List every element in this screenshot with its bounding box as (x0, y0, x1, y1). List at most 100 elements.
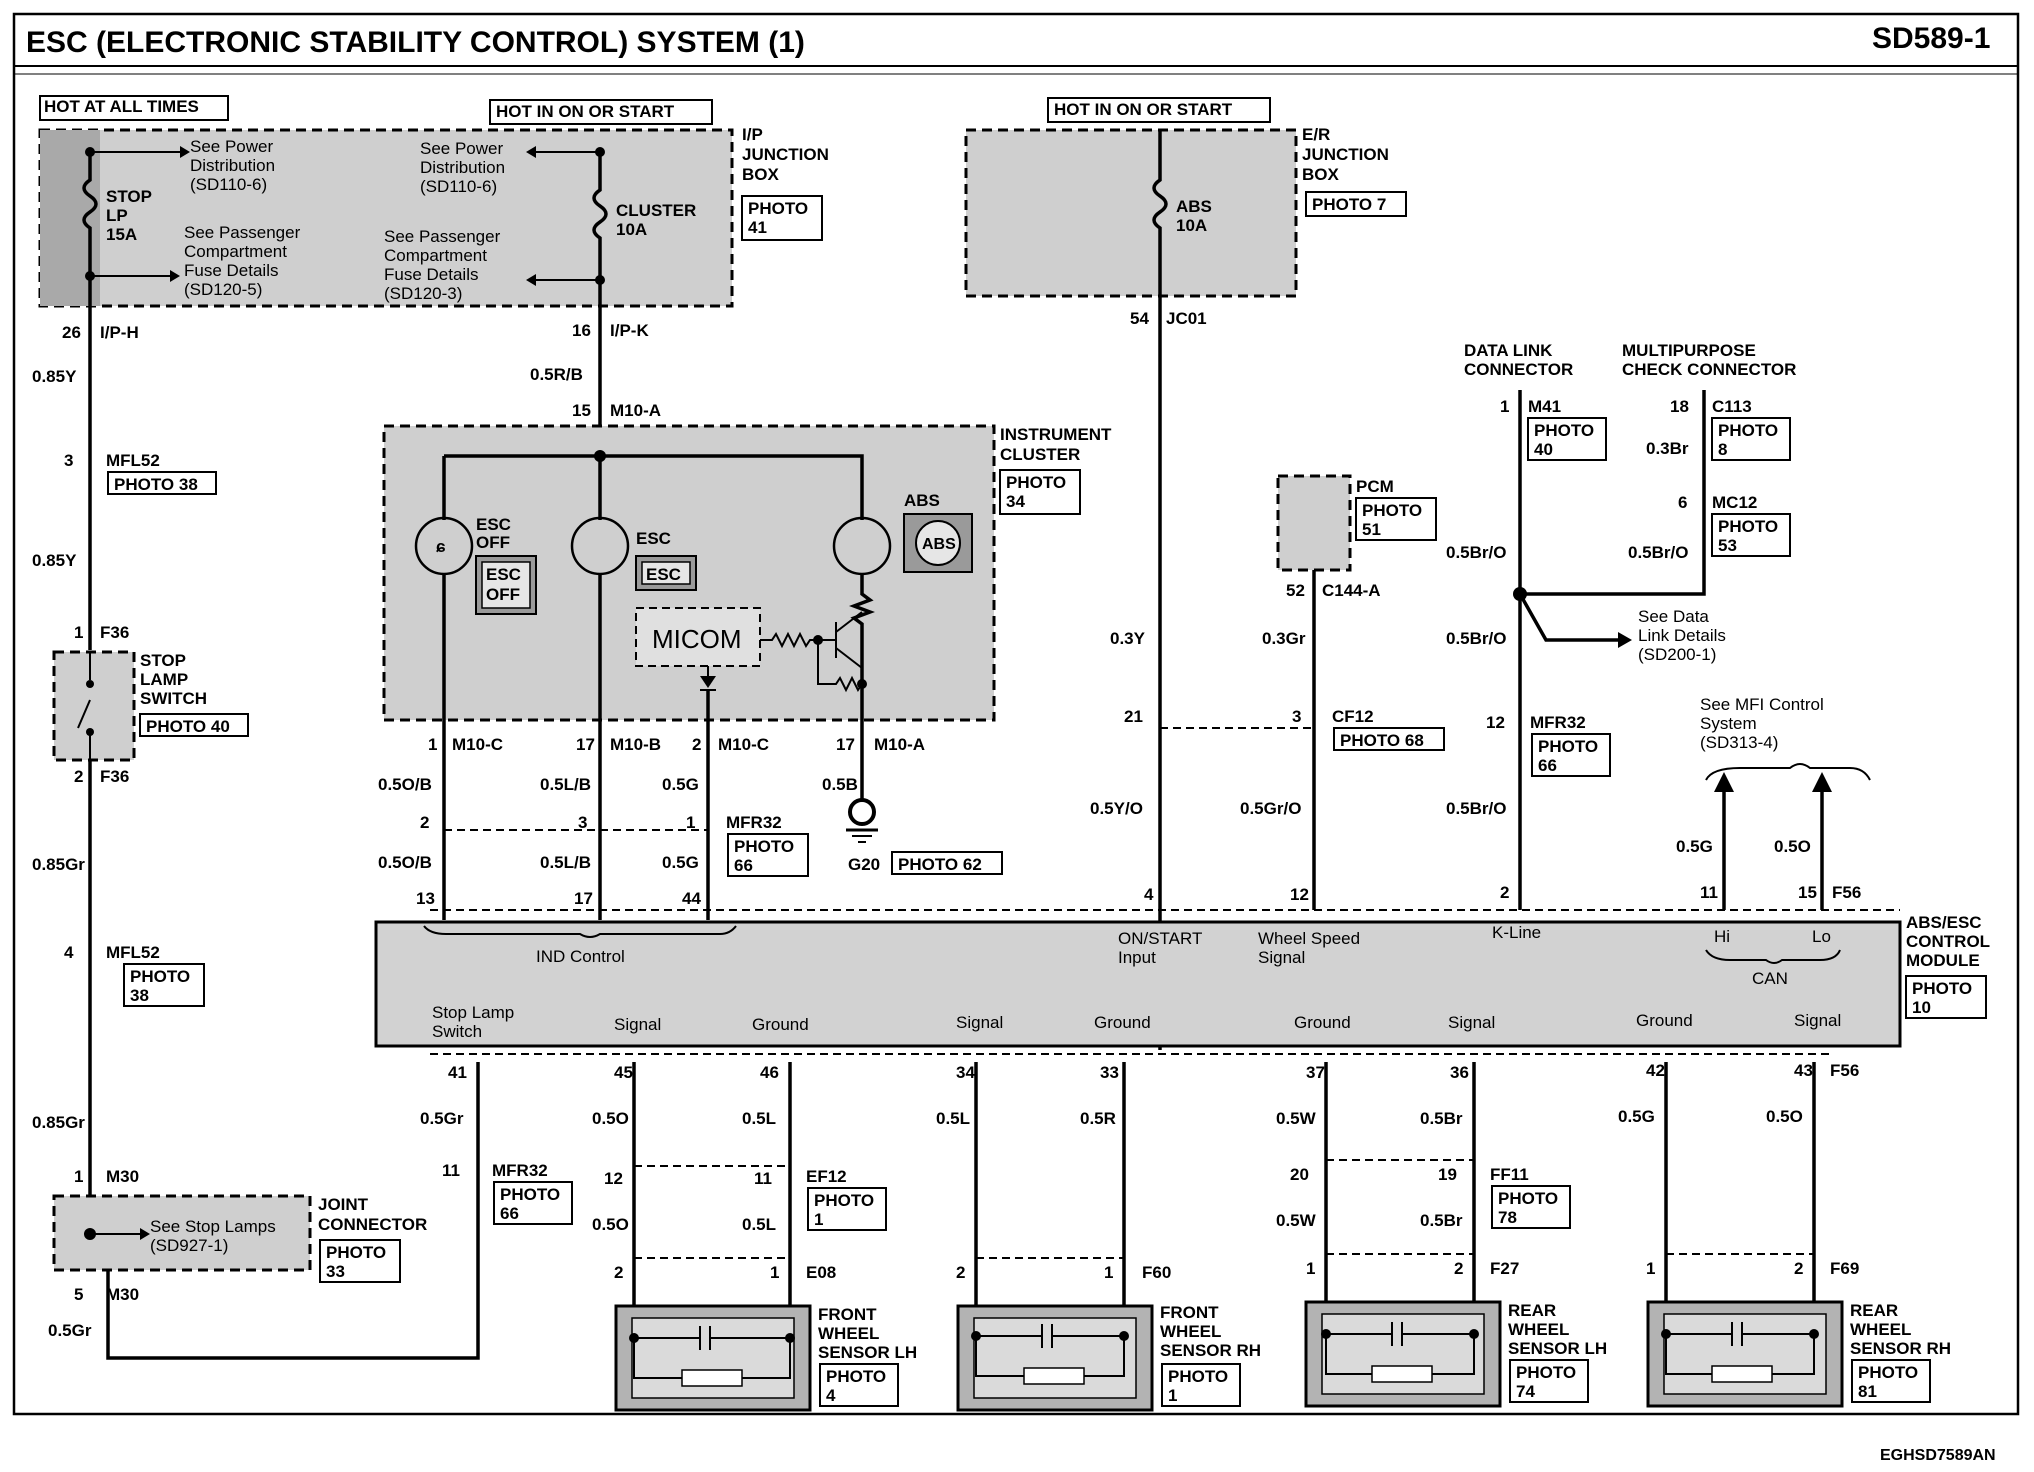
pin-mfr32-a-1: 2 (420, 813, 429, 832)
fuse-cluster-line (592, 150, 608, 306)
conn-m10a-bot: M10-A (874, 735, 925, 754)
pin-15: 15 (1798, 883, 1817, 902)
pin-ff11-19: 19 (1438, 1165, 1457, 1184)
conn-mfr32-b: MFR32 (492, 1161, 548, 1180)
wire-05w-37: 0.5W (1276, 1109, 1317, 1128)
joint-ref: See Stop Lamps(SD927-1) (150, 1217, 276, 1255)
pin-ef12-12: 12 (604, 1169, 623, 1188)
pin-f27-1: 1 (1306, 1259, 1315, 1278)
photo-cf12: PHOTO 68 (1340, 731, 1424, 750)
wire-05o-can: 0.5O (1774, 837, 1811, 856)
module-sig3: Signal (1448, 1013, 1495, 1032)
pin-mfl52-a: 3 (64, 451, 73, 470)
wire-05g-2: 0.5G (662, 853, 699, 872)
wire-03y: 0.3Y (1110, 629, 1146, 648)
conn-mfl52-b: MFL52 (106, 943, 160, 962)
wire-stop-lamp-return (106, 1062, 480, 1360)
pin-f60-1: 1 (1104, 1263, 1113, 1282)
pin-34: 34 (956, 1063, 975, 1082)
wire-05gr-41: 0.5Gr (420, 1109, 464, 1128)
footer-code: EGHSD7589AN (1880, 1447, 1996, 1464)
wire-05lb-1: 0.5L/B (540, 775, 591, 794)
diagram-title: ESC (ELECTRONIC STABILITY CONTROL) SYSTE… (26, 26, 805, 59)
wire-05rb: 0.5R/B (530, 365, 583, 384)
wire-05bro-1: 0.5Br/O (1446, 543, 1506, 562)
pin-m10c-2: 2 (692, 735, 701, 754)
conn-g20: G20 (848, 855, 880, 874)
hot-label-2: HOT IN ON OR START (496, 102, 675, 121)
pin-f69-2: 2 (1794, 1259, 1803, 1278)
conn-ipk: I/P-K (610, 321, 649, 340)
wire-05o-43: 0.5O (1766, 1107, 1803, 1126)
pin-ef12-11: 11 (754, 1169, 772, 1188)
wire-03br: 0.3Br (1646, 439, 1689, 458)
pin-mfr32-a-2: 3 (578, 813, 587, 832)
pin-m10a-bot: 17 (836, 735, 855, 754)
pin-46: 46 (760, 1063, 779, 1082)
pin-e08-1: 1 (770, 1263, 779, 1282)
pin-mfr32-a-3: 1 (686, 813, 695, 832)
pin-c113: 18 (1670, 397, 1689, 416)
pin-f36-top: 1 (74, 623, 83, 642)
wire-085gr-2: 0.85Gr (32, 1113, 85, 1132)
pin-13: 13 (416, 889, 435, 908)
wire-05g-can: 0.5G (1676, 837, 1713, 856)
wire-05ob-2: 0.5O/B (378, 853, 432, 872)
esc-label: ESC (636, 529, 671, 548)
conn-m10b: M10-B (610, 735, 661, 754)
pin-f36-bot: 2 (74, 767, 83, 786)
pcm-name: PCM (1356, 477, 1394, 496)
module-gnd1: Ground (752, 1015, 809, 1034)
conn-c144a: C144-A (1322, 581, 1381, 600)
pin-mfr32-c: 12 (1486, 713, 1505, 732)
conn-mfr32-a: MFR32 (726, 813, 782, 832)
wire-085y-1: 0.85Y (32, 367, 77, 386)
conn-e08: E08 (806, 1263, 836, 1282)
wire-05b: 0.5B (822, 775, 858, 794)
conn-c113: C113 (1712, 397, 1752, 416)
wire-05g-1: 0.5G (662, 775, 699, 794)
module-gnd4: Ground (1636, 1011, 1693, 1030)
pin-e08-2: 2 (614, 1263, 623, 1282)
page-code: SD589-1 (1872, 22, 1990, 55)
conn-f56-top: F56 (1832, 883, 1861, 902)
wire-05br-b: 0.5Br (1420, 1211, 1463, 1230)
conn-iph: I/P-H (100, 323, 139, 342)
module-kline: K-Line (1492, 923, 1541, 942)
wire-085gr-1: 0.85Gr (32, 855, 85, 874)
wire-multipurpose (1520, 390, 1706, 596)
pin-cf12-21: 21 (1124, 707, 1143, 726)
module-sig4: Signal (1794, 1011, 1841, 1030)
conn-m30-top: M30 (106, 1167, 139, 1186)
hot-label-1: HOT AT ALL TIMES (44, 97, 199, 116)
pin-iph: 26 (62, 323, 81, 342)
conn-f36-top: F36 (100, 623, 129, 642)
module-hi: Hi (1714, 927, 1730, 946)
wire-05w-b: 0.5W (1276, 1211, 1317, 1230)
esc-box: ESC (646, 565, 681, 584)
pin-ff11-20: 20 (1290, 1165, 1309, 1184)
pin-44: 44 (682, 889, 701, 908)
conn-cf12: CF12 (1332, 707, 1374, 726)
